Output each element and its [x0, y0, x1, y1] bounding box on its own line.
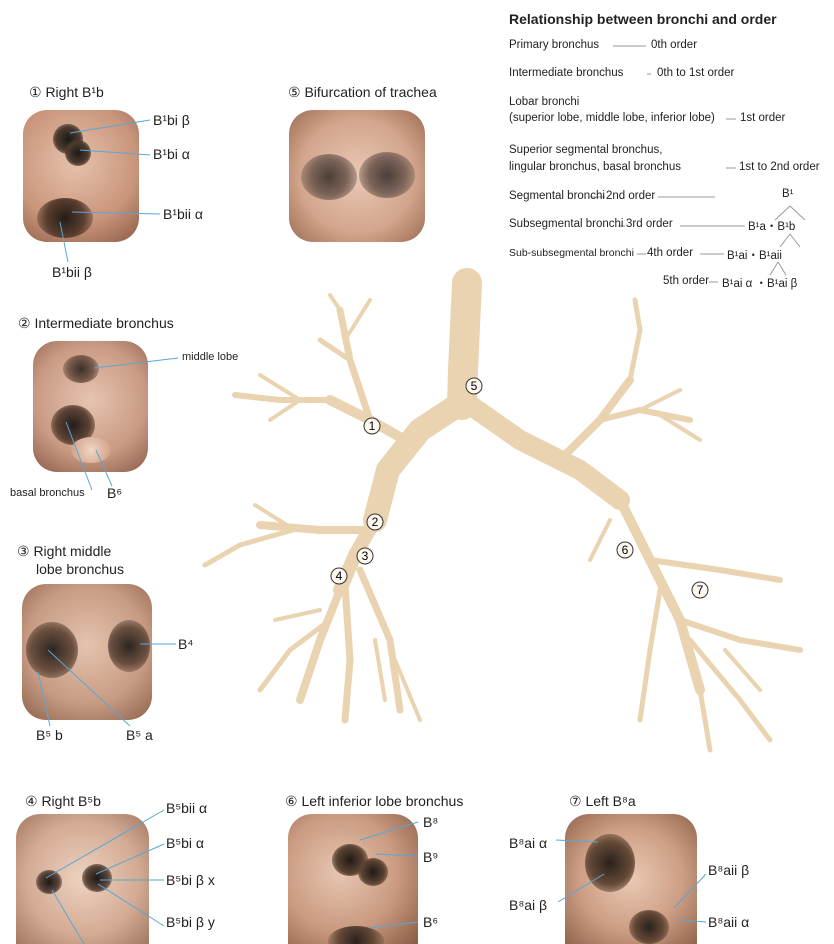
panel-2-label-middle-lobe: middle lobe: [182, 351, 238, 363]
panel-7-label-b8ai-alpha: B⁸ai α: [509, 835, 547, 851]
panel-5-endoscope-image: [289, 110, 425, 242]
rel-row-3-name: (superior lobe, middle lobe, inferior lo…: [509, 112, 715, 124]
rel-row-5-name: lingular bronchus, basal bronchus: [509, 161, 681, 173]
tree-marker-3: 3: [357, 548, 373, 564]
panel-1-label-b1bi-alpha: B¹bi α: [153, 146, 190, 162]
rel-row-3-order: 1st order: [740, 112, 785, 124]
panel-5-caption: ⑤ Bifurcation of trachea: [288, 84, 437, 101]
panel-2-leaders: [0, 300, 260, 510]
svg-text:1: 1: [369, 419, 376, 433]
panel-4-label-b5bi-beta-x: B⁵bi β x: [166, 872, 215, 888]
relationship-title: Relationship between bronchi and order: [509, 11, 777, 27]
tree-marker-2: 2: [367, 514, 383, 530]
panel-1-leaders: [0, 0, 200, 290]
panel-4-label-b5bii-alpha: B⁵bii α: [166, 800, 207, 816]
rel-row-1-name: Intermediate bronchus: [509, 67, 623, 79]
panel-6-label-b8: B⁸: [423, 814, 438, 830]
panel-7-label-b8ai-beta: B⁸ai β: [509, 897, 547, 913]
rel-row-6-name: Segmental bronchi: [509, 190, 605, 202]
svg-text:2: 2: [372, 515, 379, 529]
rel-row-2-name: Lobar bronchi: [509, 96, 579, 108]
rel-row-0-name: Primary bronchus: [509, 39, 599, 51]
rel-row-8-order: 4th order: [647, 247, 693, 259]
panel-3-label-b5a: B⁵ a: [126, 727, 153, 743]
rel-row-9-code: B¹ai α ・B¹ai β: [722, 275, 797, 291]
panel-6-label-b6: B⁶: [423, 914, 438, 930]
rel-row-9-order: 5th order: [663, 275, 709, 287]
rel-row-8-name: Sub-subsegmental bronchi: [509, 247, 634, 259]
rel-row-1-order: 0th to 1st order: [657, 67, 734, 79]
svg-text:6: 6: [622, 543, 629, 557]
panel-3-label-b4: B⁴: [178, 636, 193, 652]
panel-4-label-b5bi-beta-y: B⁵bi β y: [166, 914, 215, 930]
rel-row-7-order: 3rd order: [626, 218, 673, 230]
panel-7-label-b8aii-beta: B⁸aii β: [708, 862, 749, 878]
rel-row-4-name: Superior segmental bronchus,: [509, 144, 662, 156]
panel-6-leaders: [280, 790, 440, 944]
rel-row-7-code: B¹a・B¹b: [748, 218, 795, 234]
panel-1-label-b1bii-alpha: B¹bii α: [163, 206, 203, 222]
panel-3-caption-line2: lobe bronchus: [36, 561, 124, 577]
rel-row-8-code: B¹ai・B¹aii: [727, 247, 782, 263]
panel-3-label-b5b: B⁵ b: [36, 727, 63, 743]
tree-marker-6: 6: [617, 542, 633, 558]
svg-text:7: 7: [697, 583, 704, 597]
rel-row-0-order: 0th order: [651, 39, 697, 51]
panel-3-leaders: [0, 580, 220, 750]
panel-1-label-b1bii-beta: B¹bii β: [52, 264, 92, 280]
panel-2-label-basal-bronchus: basal bronchus: [10, 487, 85, 499]
panel-3-caption-line1: ③ Right middle: [17, 543, 111, 560]
tree-marker-5: 5: [466, 378, 482, 394]
panel-7-label-b8aii-alpha: B⁸aii α: [708, 914, 749, 930]
svg-text:3: 3: [362, 549, 369, 563]
rel-row-6-order: 2nd order: [606, 190, 655, 202]
rel-row-6-code: B¹: [782, 188, 794, 200]
panel-4-label-b5bi-alpha: B⁵bi α: [166, 835, 204, 851]
tree-marker-7: 7: [692, 582, 708, 598]
rel-row-5-order: 1st to 2nd order: [739, 161, 820, 173]
tree-marker-1: 1: [364, 418, 380, 434]
tree-marker-4: 4: [331, 568, 347, 584]
panel-7-leaders: [500, 790, 834, 944]
panel-2-label-b6: B⁶: [107, 485, 122, 501]
panel-6-label-b9: B⁹: [423, 849, 438, 865]
svg-text:5: 5: [471, 379, 478, 393]
svg-text:4: 4: [336, 569, 343, 583]
rel-row-7-name: Subsegmental bronchi: [509, 218, 623, 230]
panel-1-label-b1bi-beta: B¹bi β: [153, 112, 190, 128]
